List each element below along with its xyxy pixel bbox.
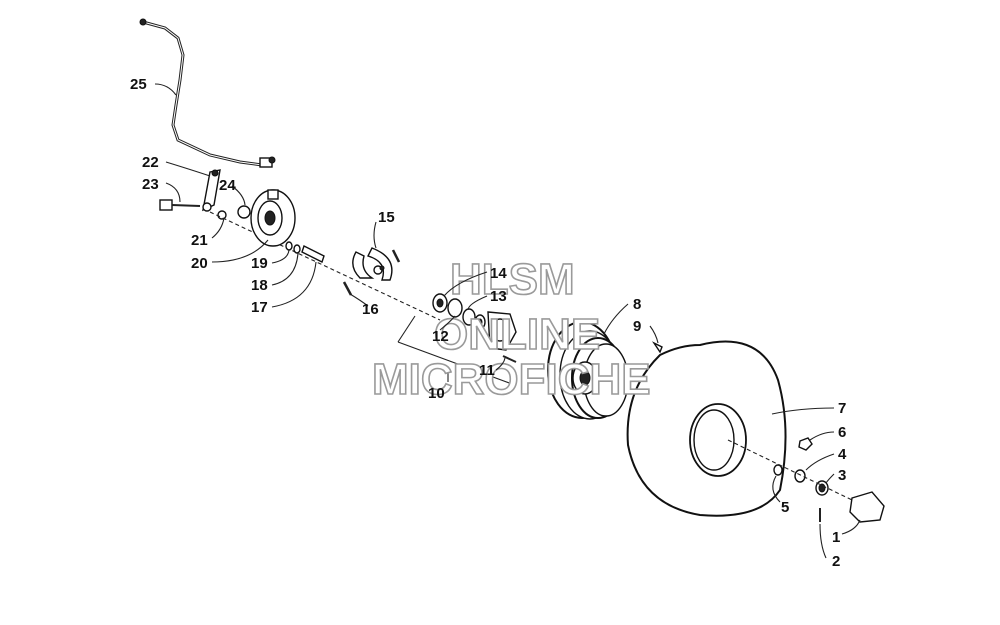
watermark-line2: ONLINE [434, 310, 600, 359]
callout-18: 18 [251, 277, 268, 294]
callout-10: 10 [428, 385, 445, 402]
callout-8: 8 [633, 296, 641, 313]
tire [626, 340, 787, 517]
brake-backing-plate [250, 189, 296, 247]
callout-17: 17 [251, 299, 268, 316]
callout-12: 12 [432, 328, 449, 345]
callout-9: 9 [633, 318, 641, 335]
watermark: HLSM ONLINE MICROFICHE [371, 254, 651, 405]
callout-16: 16 [362, 301, 379, 318]
watermark-line3: MICROFICHE [372, 355, 651, 404]
callout-2: 2 [832, 553, 840, 570]
callout-14: 14 [490, 265, 507, 282]
callout-24: 24 [219, 177, 236, 194]
callout-15: 15 [378, 209, 395, 226]
callout-20: 20 [191, 255, 208, 272]
brake-arm [159, 169, 441, 321]
leader-lines [154, 83, 861, 559]
callout-1: 1 [832, 529, 840, 546]
callout-11: 11 [479, 362, 495, 379]
callout-13: 13 [490, 288, 507, 305]
callout-4: 4 [838, 446, 847, 463]
hub-assembly [432, 293, 517, 363]
callout-19: 19 [251, 255, 268, 272]
brake-cable [139, 18, 276, 168]
callouts: 25 22 23 24 21 20 19 18 17 15 16 14 13 1… [130, 76, 847, 570]
callout-5: 5 [781, 499, 789, 516]
callout-25: 25 [130, 76, 147, 93]
brake-shoes [342, 247, 401, 296]
wheel-rim [547, 321, 663, 420]
callout-22: 22 [142, 154, 159, 171]
callout-3: 3 [838, 467, 846, 484]
wheel-fasteners [727, 437, 885, 523]
callout-23: 23 [142, 176, 159, 193]
callout-10-bracket [397, 315, 513, 385]
callout-21: 21 [191, 232, 208, 249]
callout-7: 7 [838, 400, 846, 417]
brake-pin-parts [285, 241, 325, 263]
callout-6: 6 [838, 424, 846, 441]
watermark-line1: HLSM [450, 255, 575, 304]
